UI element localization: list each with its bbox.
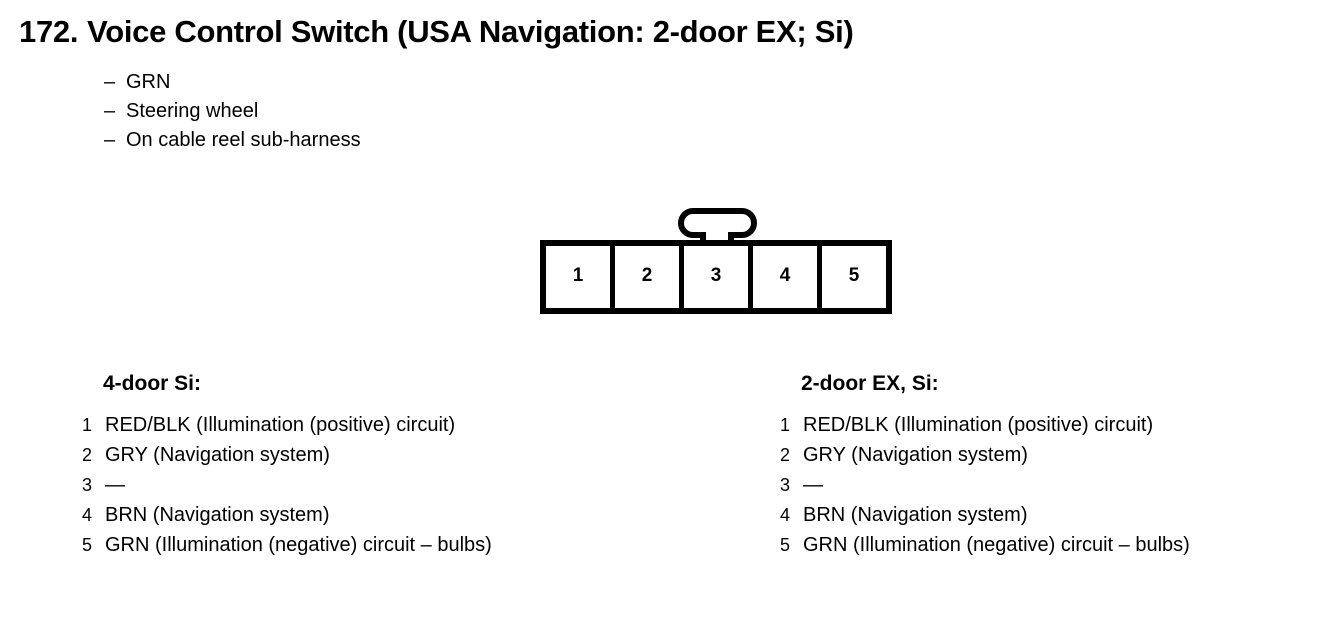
page-title-number: 172.	[19, 14, 79, 49]
pin-number: 4	[780, 505, 791, 525]
pin-row: 2 GRY (Navigation system)	[82, 440, 492, 470]
dash-marker: –	[104, 71, 116, 93]
pin-row: 1 RED/BLK (Illumination (positive) circu…	[780, 410, 1190, 440]
connector-cavity-2: 2	[610, 246, 679, 308]
page-title: 172.Voice Control Switch (USA Navigation…	[19, 14, 854, 49]
connector-tab-notch-right	[728, 232, 734, 244]
pin-description: RED/BLK (Illumination (positive) circuit…	[803, 414, 1154, 436]
pin-number: 5	[780, 535, 791, 555]
pin-row: 1 RED/BLK (Illumination (positive) circu…	[82, 410, 492, 440]
page-title-text: Voice Control Switch (USA Navigation: 2-…	[87, 14, 854, 49]
pin-description: GRN (Illumination (negative) circuit – b…	[803, 534, 1190, 556]
pin-description: —	[803, 474, 823, 496]
pin-number: 3	[82, 475, 93, 495]
pin-column-4-door-si: 4-door Si: 1 RED/BLK (Illumination (posi…	[82, 372, 492, 560]
pin-column-heading: 4-door Si:	[103, 372, 201, 395]
pin-description: GRN (Illumination (negative) circuit – b…	[105, 534, 492, 556]
dash-marker: –	[104, 129, 116, 151]
subnote-label: GRN	[126, 71, 171, 93]
pin-description: BRN (Navigation system)	[105, 504, 330, 526]
subnote-item: –On cable reel sub-harness	[104, 126, 361, 155]
pin-description: GRY (Navigation system)	[105, 444, 330, 466]
pin-description: RED/BLK (Illumination (positive) circuit…	[105, 414, 456, 436]
cavity-number: 2	[641, 265, 653, 286]
connector-cavity-5: 5	[817, 246, 886, 308]
pin-number: 1	[780, 415, 791, 435]
pin-row: 3 —	[780, 470, 1190, 500]
cavity-number: 4	[779, 265, 791, 286]
connector-diagram: 1 2 3 4 5	[540, 208, 892, 314]
subnote-label: Steering wheel	[126, 100, 259, 122]
connector-tab-notch-left	[700, 232, 706, 244]
connector-body: 1 2 3 4 5	[540, 240, 892, 314]
connector-cavity-1: 1	[546, 246, 610, 308]
cavity-number: 1	[572, 265, 584, 286]
pin-column-2-door-ex-si: 2-door EX, Si: 1 RED/BLK (Illumination (…	[780, 372, 1190, 560]
pin-number: 1	[82, 415, 93, 435]
subnote-item: –GRN	[104, 68, 361, 97]
pin-row: 4 BRN (Navigation system)	[780, 500, 1190, 530]
connector-cavity-4: 4	[748, 246, 817, 308]
pin-description: GRY (Navigation system)	[803, 444, 1028, 466]
pin-number: 3	[780, 475, 791, 495]
pin-row: 5 GRN (Illumination (negative) circuit –…	[82, 530, 492, 560]
pin-row: 2 GRY (Navigation system)	[780, 440, 1190, 470]
pin-description: BRN (Navigation system)	[803, 504, 1028, 526]
pin-row: 5 GRN (Illumination (negative) circuit –…	[780, 530, 1190, 560]
dash-marker: –	[104, 100, 116, 122]
cavity-number: 3	[710, 265, 722, 286]
pin-column-heading: 2-door EX, Si:	[801, 372, 939, 395]
pin-row: 4 BRN (Navigation system)	[82, 500, 492, 530]
pin-number: 2	[82, 445, 93, 465]
subnote-label: On cable reel sub-harness	[126, 129, 361, 151]
pin-row: 3 —	[82, 470, 492, 500]
pin-number: 4	[82, 505, 93, 525]
subnote-list: –GRN –Steering wheel –On cable reel sub-…	[104, 68, 361, 155]
pin-number: 5	[82, 535, 93, 555]
subnote-item: –Steering wheel	[104, 97, 361, 126]
pin-description: —	[105, 474, 125, 496]
connector-cavity-3: 3	[679, 246, 748, 308]
pin-number: 2	[780, 445, 791, 465]
cavity-number: 5	[848, 265, 860, 286]
